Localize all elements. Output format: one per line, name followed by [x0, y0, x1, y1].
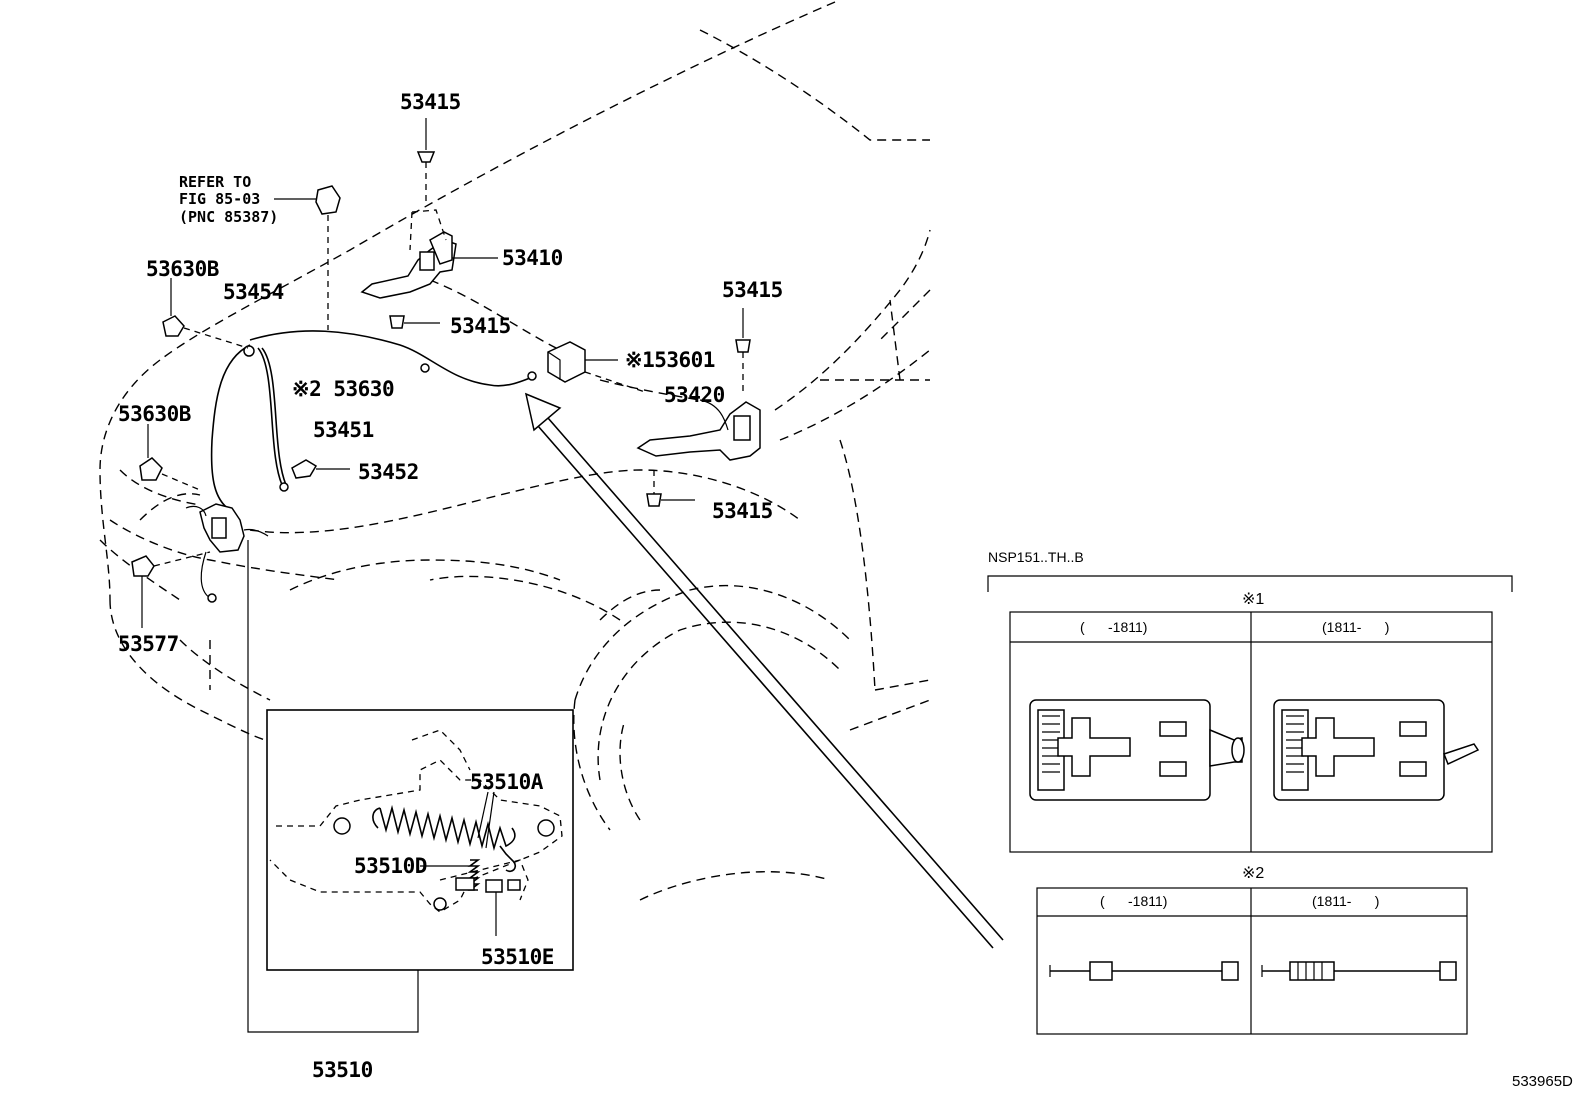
- connector-new-icon: [1273, 699, 1480, 801]
- car-body-outline: [99, 1, 931, 901]
- group2-mark: ※2: [1242, 865, 1265, 882]
- clip-85387: [274, 185, 341, 215]
- bracket-53452: [291, 459, 350, 479]
- label-53415-right: 53415: [722, 278, 783, 302]
- clamps-53630b: [139, 278, 249, 491]
- label-53454: 53454: [223, 280, 284, 304]
- group1-mark: ※1: [1242, 591, 1265, 608]
- label-53510a: 53510A: [470, 770, 543, 794]
- label-53601: ※153601: [625, 348, 715, 372]
- label-53577: 53577: [118, 632, 179, 656]
- label-53415-mid: 53415: [450, 314, 511, 338]
- support-rod: [243, 345, 289, 492]
- figure-code: 533965D: [1512, 1073, 1573, 1090]
- label-53510d: 53510D: [354, 854, 427, 878]
- label-53451: 53451: [313, 418, 374, 442]
- label-53630b-low: 53630B: [118, 402, 191, 426]
- label-53420: 53420: [664, 383, 725, 407]
- label-53630b-top: 53630B: [146, 257, 219, 281]
- label-53510e: 53510E: [481, 945, 554, 969]
- group2-col-right: (1811- ): [1312, 893, 1380, 909]
- variant-panel: [987, 575, 1513, 1035]
- group2-col-left: ( -1811): [1100, 893, 1168, 909]
- connector-53601: [547, 341, 646, 393]
- label-53630: ※2 53630: [292, 377, 395, 401]
- hood-hinge-lower: [636, 399, 761, 461]
- hood-hinge-upper: [360, 209, 498, 299]
- model-code: NSP151..TH..B: [988, 549, 1084, 565]
- label-53415-top: 53415: [400, 90, 461, 114]
- label-53410: 53410: [502, 246, 563, 270]
- label-53510: 53510: [312, 1058, 373, 1082]
- latch-detail-box: [247, 540, 574, 1033]
- connector-old-icon: [1029, 699, 1245, 801]
- label-53452: 53452: [358, 460, 419, 484]
- pointer-arrow: [524, 392, 1004, 949]
- cable-new-icon: [1261, 961, 1457, 981]
- group1-col-right: (1811- ): [1322, 619, 1390, 635]
- cable-old-icon: [1049, 961, 1239, 981]
- bolts: [389, 118, 751, 507]
- label-53415-low: 53415: [712, 499, 773, 523]
- release-cable: [210, 215, 537, 511]
- group1-col-left: ( -1811): [1080, 619, 1148, 635]
- latch-assembly: [131, 503, 269, 628]
